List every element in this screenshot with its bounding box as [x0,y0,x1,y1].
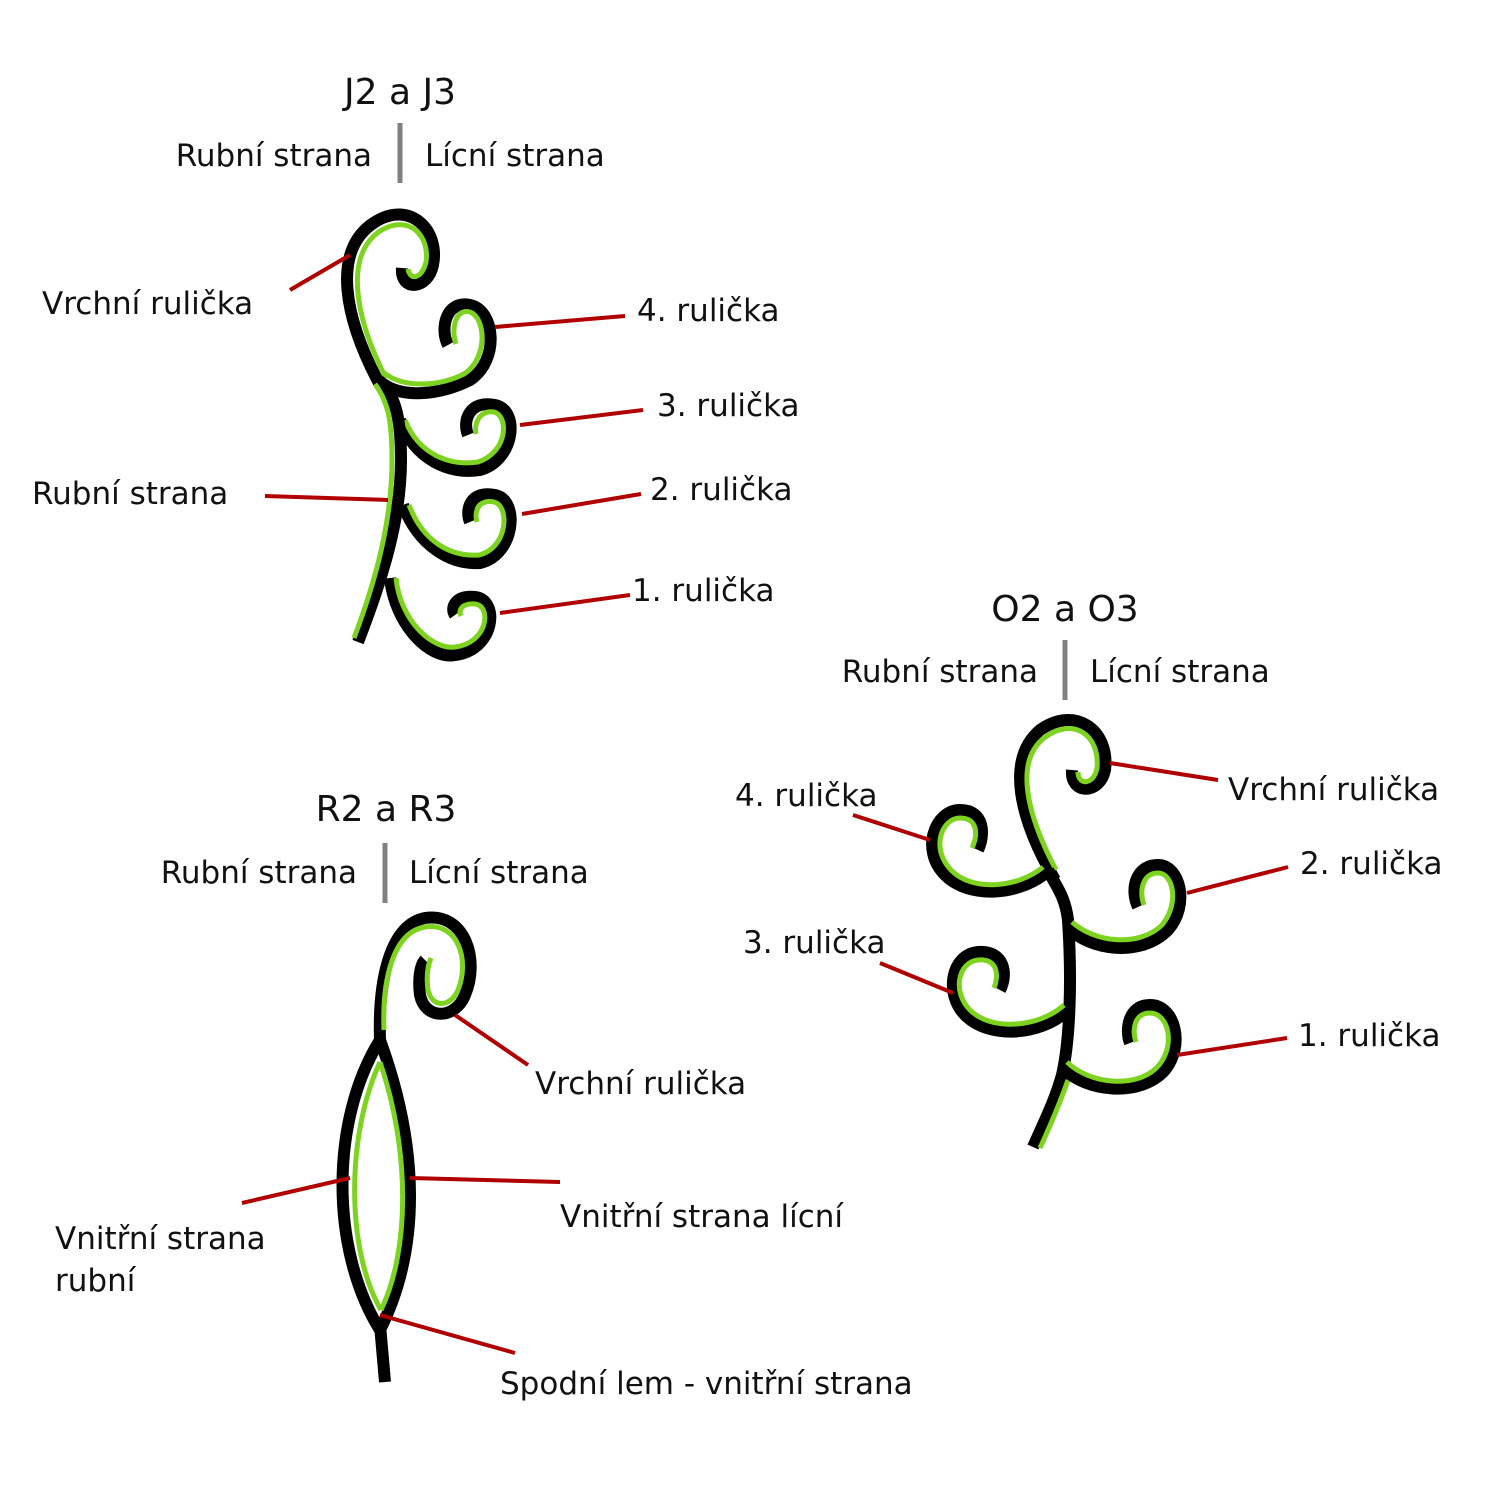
j2-title: J2 a J3 [342,72,456,113]
r2-label-inner-back-line2: rubní [55,1263,137,1299]
r2-leader-inner-front [409,1176,561,1184]
o2-leader-curl4 [852,813,931,842]
j2-label-curl4: 4. rulička [637,293,780,329]
j2-leader-back [264,494,389,502]
o2-label-curl3: 3. rulička [743,925,886,961]
j2-leader-curl3 [519,408,644,427]
r2-title: R2 a R3 [316,789,457,830]
r2-label-top-curl: Vrchní rulička [535,1066,746,1102]
o2-leader-top-curl [1109,761,1219,782]
o2-label-curl2: 2. rulička [1300,846,1443,882]
j2-left-side-label: Rubní strana [176,138,372,174]
r2-label-bottom-hem: Spodní lem - vnitřní strana [500,1366,913,1402]
o2-leader-curl1 [1176,1036,1288,1057]
j2-leader-curl2 [521,492,642,516]
r2-leader-top-curl [453,1013,530,1067]
o2-leader-curl2 [1186,865,1289,895]
o2-figure: O2 a O3 Rubní strana Lícní strana 4. rul… [735,589,1443,1150]
o2-label-curl1: 1. rulička [1298,1018,1441,1054]
r2-leader-inner-back [241,1176,351,1205]
j2-leader-top-curl [288,253,352,292]
j2-leader-curl4 [494,314,626,329]
r2-shape [336,911,477,1383]
r2-figure: R2 a R3 Rubní strana Lícní strana Vrchní… [55,789,913,1402]
o2-right-side-label: Lícní strana [1090,654,1270,690]
j2-label-curl3: 3. rulička [657,388,800,424]
r2-label-inner-front: Vnitřní strana lícní [560,1199,844,1235]
j2-label-curl2: 2. rulička [650,472,793,508]
o2-title: O2 a O3 [991,589,1138,630]
o2-left-side-label: Rubní strana [842,654,1038,690]
j2-label-top-curl: Vrchní rulička [42,286,253,322]
j2-label-back: Rubní strana [32,476,228,512]
j2-right-side-label: Lícní strana [425,138,605,174]
o2-label-top-curl: Vrchní rulička [1228,772,1439,808]
o2-label-curl4: 4. rulička [735,778,878,814]
j2-leader-curl1 [499,593,631,615]
j2-figure: J2 a J3 Rubní strana Lícní strana Vrchní… [32,72,800,662]
r2-left-side-label: Rubní strana [161,855,357,891]
r2-label-inner-back-line1: Vnitřní strana [55,1221,266,1257]
j2-shape [341,208,517,662]
o2-shape [926,714,1187,1150]
o2-leader-curl3 [879,961,954,995]
r2-right-side-label: Lícní strana [409,855,589,891]
j2-label-curl1: 1. rulička [632,573,775,609]
r2-leader-bottom-hem [379,1313,516,1355]
